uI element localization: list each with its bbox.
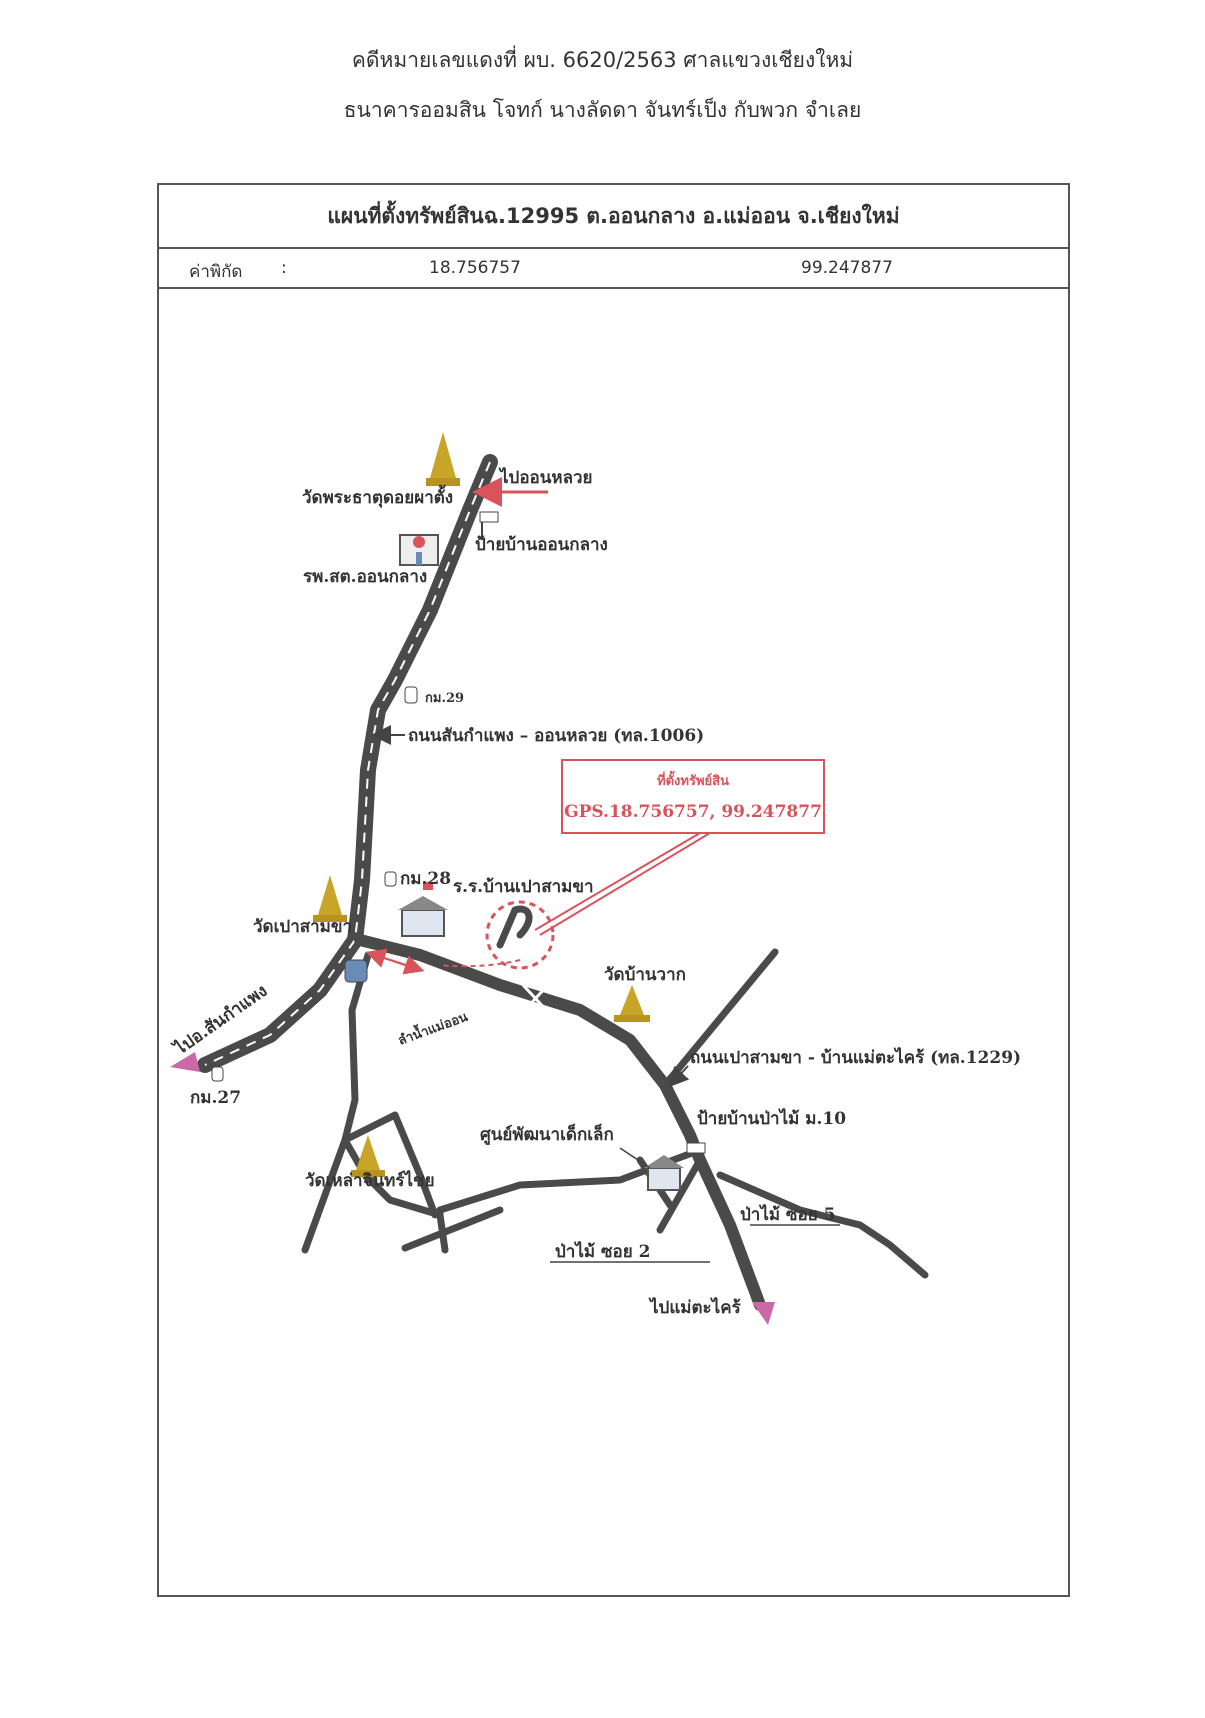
label-sign-on-klang: ป้ายบ้านออนกลาง <box>475 535 608 555</box>
map-title: แผนที่ตั้งทรัพย์สินฉ.12995 ต.ออนกลาง อ.แ… <box>159 185 1068 249</box>
km-marker-icon <box>211 1066 224 1082</box>
label-km27: กม.27 <box>190 1088 241 1108</box>
latitude-value: 18.756757 <box>429 258 521 278</box>
local-roads <box>301 905 929 1279</box>
label-road-1229: ถนนเปาสามขา - บ้านแม่ตะไคร้ (ทล.1229) <box>690 1047 1021 1068</box>
temple-icon <box>426 432 460 486</box>
coordinates-label: ค่าพิกัด <box>189 262 243 282</box>
highway-1229 <box>354 934 766 1311</box>
property-location-marker <box>365 900 555 975</box>
road-1229-pointer <box>668 1065 690 1088</box>
label-child-center: ศูนย์พัฒนาเด็กเล็ก <box>480 1122 614 1146</box>
property-title: ที่ตั้งทรัพย์สิน <box>657 770 729 789</box>
police-box-icon <box>344 959 368 983</box>
label-river: ลำน้ำแม่ออน <box>395 1006 470 1049</box>
label-school: ร.ร.บ้านเปาสามขา <box>453 877 594 897</box>
temple-icon <box>614 985 650 1022</box>
arrow-to-san-kamphaeng <box>170 1052 200 1072</box>
property-callout: ที่ตั้งทรัพย์สิน GPS.18.756757, 99.24787… <box>534 759 825 936</box>
temple-icon <box>351 1135 385 1177</box>
km-marker-icon <box>384 871 397 887</box>
property-gps: GPS.18.756757, 99.247877 <box>564 802 822 822</box>
label-to-mae-takhrai: ไปแม่ตะไคร้ <box>648 1297 742 1318</box>
label-sign-pa-mai: ป้ายบ้านป่าไม้ ม.10 <box>697 1108 846 1129</box>
map-frame: แผนที่ตั้งทรัพย์สินฉ.12995 ต.ออนกลาง อ.แ… <box>157 183 1070 1597</box>
label-wat-ban-wak: วัดบ้านวาก <box>604 965 686 985</box>
label-wat-pao-sam-kha: วัดเปาสามขา <box>253 917 352 937</box>
km-marker-icon <box>404 686 418 704</box>
bridge-icon <box>521 983 550 1014</box>
label-wat-phra-that: วัดพระธาตุดอยผาตั้ง <box>302 484 453 508</box>
coordinates-separator: : <box>281 258 287 278</box>
coordinates-row: ค่าพิกัด : 18.756757 99.247877 <box>159 249 1068 289</box>
school-icon <box>398 882 448 937</box>
label-wat-lower: วัดเหล่าจินทร์ไชย <box>305 1170 435 1191</box>
label-hospital: รพ.สต.ออนกลาง <box>303 567 427 587</box>
label-to-on-luai: ไปออนหลวย <box>498 467 593 488</box>
label-road-1006: ถนนสันกำแพง – ออนหลวย (ทล.1006) <box>408 726 704 746</box>
label-pa-mai-soi5: ป่าไม้ ซอย 5 <box>740 1204 835 1225</box>
parties-line: ธนาคารออมสิน โจทก์ นางลัดดา จันทร์เป็ง ก… <box>343 98 862 122</box>
signpost-icon <box>686 1142 706 1154</box>
label-pa-mai-soi2: ป่าไม้ ซอย 2 <box>555 1241 650 1262</box>
child-center-icon <box>644 1155 684 1191</box>
case-number-line: คดีหมายเลขแดงที่ ผบ. 6620/2563 ศาลแขวงเช… <box>351 48 854 72</box>
longitude-value: 99.247877 <box>801 258 893 278</box>
label-km29: กม.29 <box>425 691 464 706</box>
arrow-to-mae-takhrai <box>752 1302 775 1325</box>
hospital-icon <box>399 534 439 566</box>
temple-icon <box>313 875 347 922</box>
signpost-icon <box>479 511 499 540</box>
highway-1006 <box>197 454 498 1073</box>
label-km28: กม.28 <box>400 869 451 889</box>
